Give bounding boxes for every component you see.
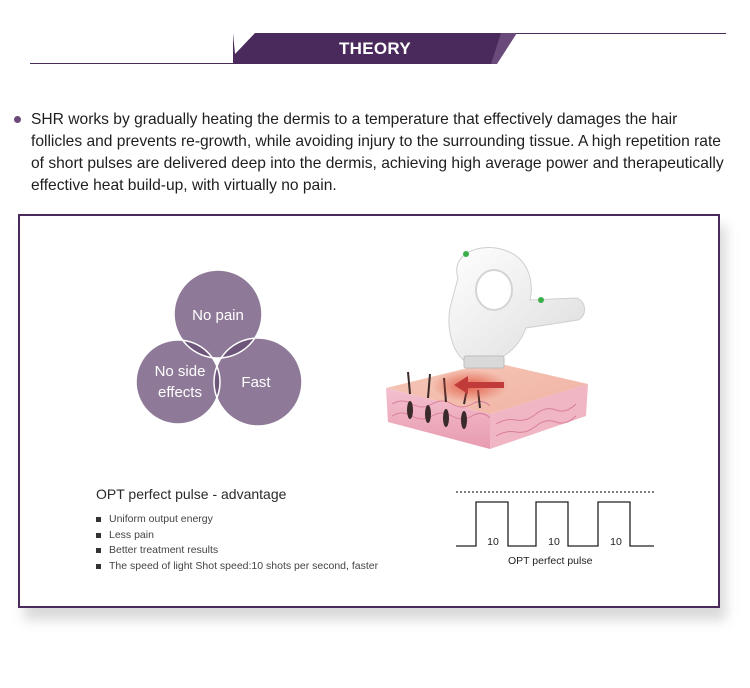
pulse-caption: OPT perfect pulse	[508, 555, 593, 567]
venn-label-top: No pain	[192, 307, 244, 324]
advantage-item: The speed of light Shot speed:10 shots p…	[96, 559, 378, 575]
advantage-list: Uniform output energy Less pain Better t…	[96, 512, 378, 574]
bullet-square-icon	[96, 517, 101, 522]
circle-left	[136, 340, 220, 424]
bullet-square-icon	[96, 548, 101, 554]
pulse-label-3: 10	[610, 536, 622, 548]
advantage-item: Better treatment results	[96, 543, 378, 559]
venn-diagram	[135, 269, 303, 427]
circle-top	[174, 270, 262, 358]
advantage-item: Uniform output energy	[96, 512, 378, 528]
bullet-square-icon	[96, 532, 101, 538]
header-line-left	[30, 63, 240, 64]
circle-right	[214, 338, 302, 426]
advantage-item: Less pain	[96, 528, 378, 544]
bullet-square-icon	[96, 563, 101, 569]
venn-label-right: Fast	[241, 374, 271, 391]
bullet-icon	[14, 116, 21, 123]
info-panel: No pain No side effects Fast	[18, 214, 720, 608]
page-title: THEORY	[338, 39, 411, 58]
hair-removal-device-illustration	[386, 247, 588, 449]
pulse-waveform	[456, 491, 656, 547]
header-banner	[233, 33, 517, 64]
intro-text: SHR works by gradually heating the dermi…	[31, 111, 724, 194]
pulse-label-1: 10	[487, 536, 499, 548]
venn-label-left: No side effects	[154, 363, 206, 401]
pulse-label-2: 10	[548, 536, 560, 548]
header-line-right	[508, 33, 726, 34]
advantage-title: OPT perfect pulse - advantage	[96, 486, 287, 502]
